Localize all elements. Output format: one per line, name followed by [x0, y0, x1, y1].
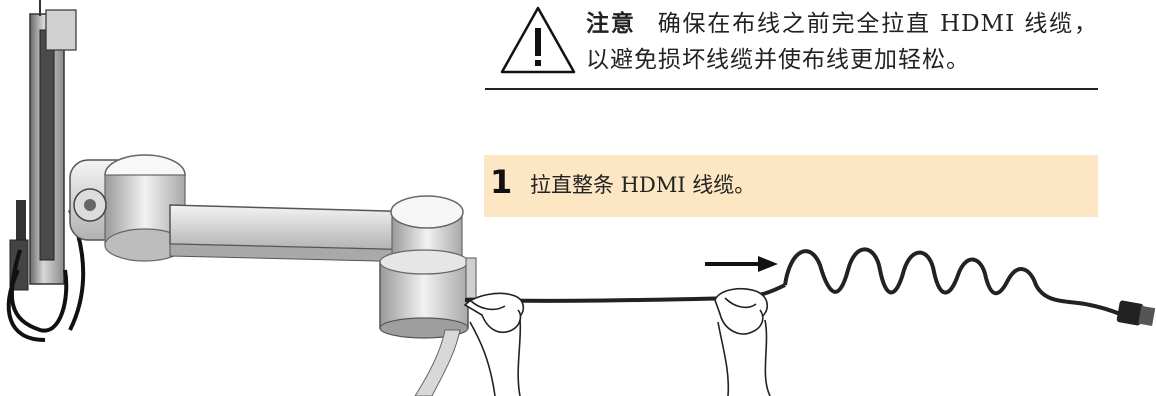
support-pole — [414, 329, 461, 396]
warning-triangle-icon — [500, 6, 576, 74]
step-number: 1 — [490, 163, 513, 201]
arm-joint-left — [69, 154, 186, 262]
hdmi-cable-straight — [464, 283, 786, 303]
hdmi-connector — [1116, 300, 1156, 327]
right-hand — [714, 287, 771, 396]
caution-body: 确保在布线之前完全拉直 HDMI 线缆，以避免损坏线缆并使布线更加轻松。 — [586, 11, 1099, 73]
caution-text: 注意确保在布线之前完全拉直 HDMI 线缆，以避免损坏线缆并使布线更加轻松。 — [586, 6, 1098, 78]
section-divider — [485, 88, 1098, 90]
arm-joint-right — [379, 195, 477, 339]
step-1-box: 1 拉直整条 HDMI 线缆。 — [484, 155, 1098, 217]
step-text: 拉直整条 HDMI 线缆。 — [530, 173, 756, 197]
vesa-mount-plate — [9, 0, 77, 291]
pull-direction-arrow — [705, 256, 778, 272]
caution-label: 注意 — [586, 11, 636, 37]
left-hand — [463, 292, 525, 396]
hdmi-cable-coiled — [783, 247, 1121, 316]
caution-notice: 注意确保在布线之前完全拉直 HDMI 线缆，以避免损坏线缆并使布线更加轻松。 — [498, 0, 1098, 90]
arm-segment — [169, 204, 421, 263]
